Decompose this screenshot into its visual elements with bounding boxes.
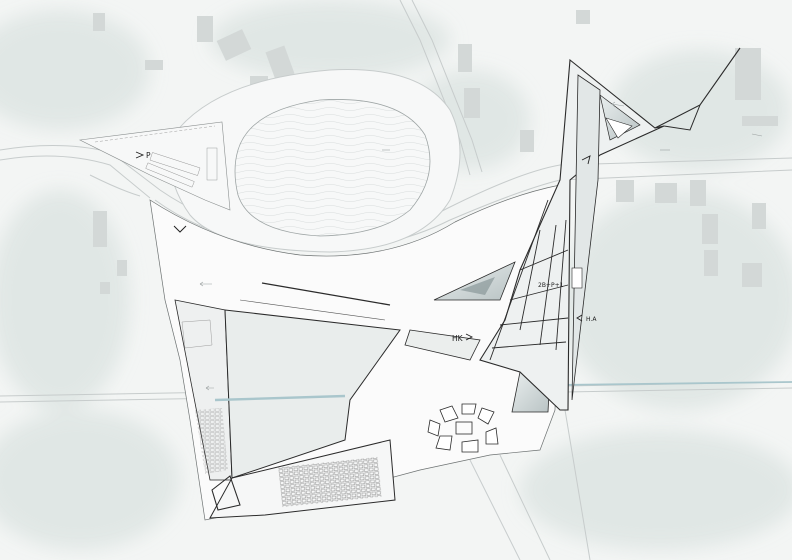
chevron-down-icon bbox=[173, 225, 187, 233]
ha-label: H.A bbox=[586, 316, 597, 323]
entry-triangle-icon bbox=[211, 475, 241, 511]
parking-arrow-icon bbox=[135, 151, 145, 159]
plaza-pavilions bbox=[427, 403, 499, 453]
roundabout bbox=[168, 69, 461, 253]
small-arrows bbox=[199, 101, 763, 391]
water-feature bbox=[433, 261, 516, 301]
entry-arrow-icon bbox=[581, 155, 591, 165]
hk-label: HK bbox=[452, 334, 464, 343]
floors-label: 2B+P+1 bbox=[538, 282, 564, 289]
parking-area: P bbox=[78, 121, 231, 211]
ha-arrow-icon bbox=[576, 314, 583, 322]
parking-label: P bbox=[146, 151, 151, 160]
main-building: 2B+P+1 H.A bbox=[479, 47, 741, 411]
hk-arrow-icon bbox=[465, 333, 474, 341]
